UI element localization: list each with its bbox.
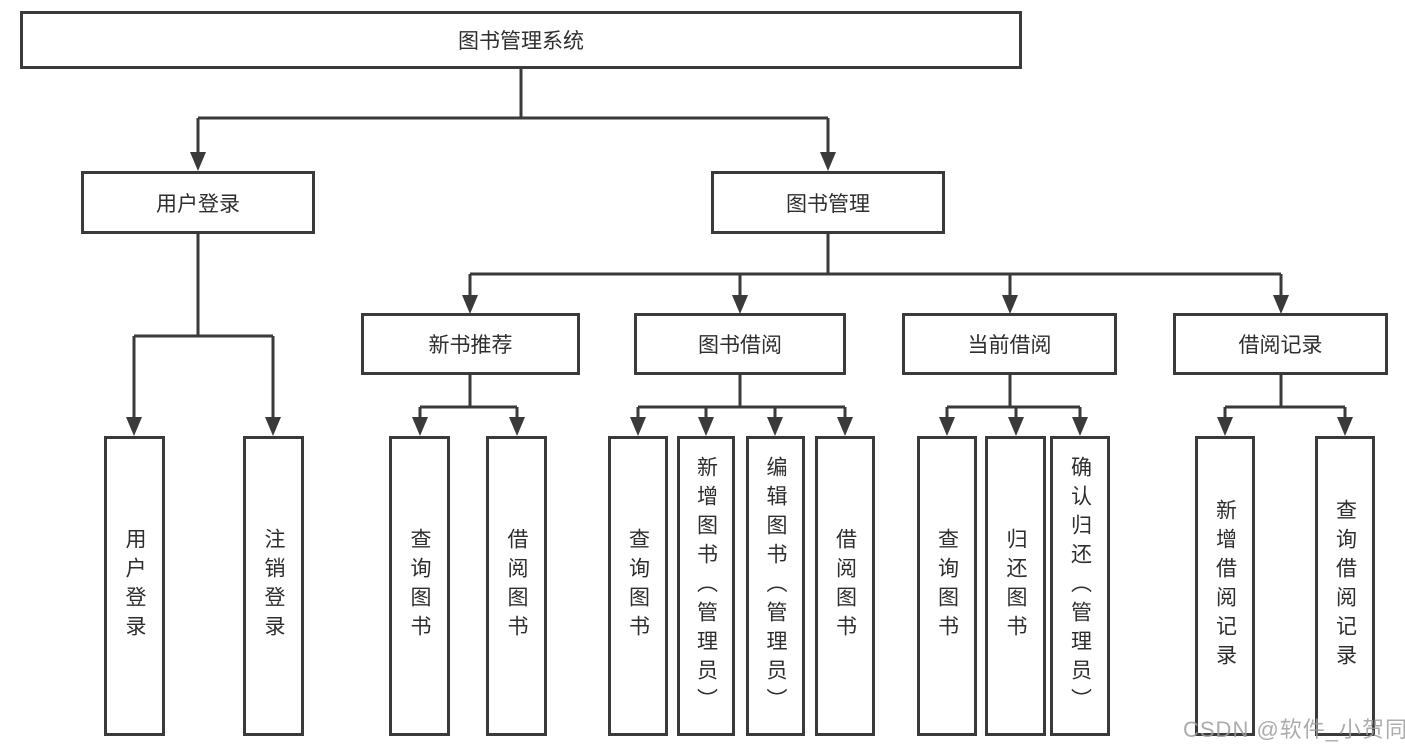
node-label: 借阅图书 (833, 528, 857, 644)
leaf-add-book-admin: 新增图书（管理员） (677, 436, 735, 736)
leaf-confirm-return-admin: 确认归还（管理员） (1050, 436, 1110, 736)
node-label: 查询图书 (935, 528, 959, 644)
node-label: 借阅图书 (505, 528, 528, 644)
node-label: 用户登录 (156, 192, 240, 216)
node-book-borrowing: 图书借阅 (634, 313, 846, 375)
leaf-return-books: 归还图书 (985, 436, 1046, 736)
node-label: 借阅记录 (1238, 334, 1323, 357)
node-label: 查询图书 (626, 528, 650, 644)
leaf-query-borrow-record: 查询借阅记录 (1315, 436, 1375, 736)
leaf-borrow-books: 借阅图书 (815, 436, 875, 736)
node-label: 归还图书 (1004, 528, 1027, 644)
leaf-query-books-current: 查询图书 (917, 436, 977, 736)
leaf-user-login: 用户登录 (104, 436, 165, 736)
node-user-login: 用户登录 (81, 171, 315, 234)
node-label: 查询图书 (408, 528, 431, 644)
node-borrowing-records: 借阅记录 (1173, 313, 1388, 375)
node-label: 用户登录 (123, 528, 146, 644)
node-current-borrowing: 当前借阅 (902, 313, 1117, 375)
node-label: 确认归还（管理员） (1068, 455, 1092, 717)
leaf-query-books-borrow: 查询图书 (608, 436, 668, 736)
node-label: 图书管理 (786, 192, 870, 216)
node-library-management-system: 图书管理系统 (20, 11, 1022, 69)
leaf-logout: 注销登录 (243, 436, 304, 736)
node-label: 注销登录 (262, 528, 285, 644)
node-label: 当前借阅 (967, 334, 1052, 357)
node-label: 图书管理系统 (458, 30, 584, 53)
node-label: 编辑图书（管理员） (764, 455, 787, 717)
node-label: 新书推荐 (428, 334, 513, 357)
node-label: 新增借阅记录 (1213, 499, 1237, 673)
node-book-management: 图书管理 (711, 171, 945, 234)
node-label: 新增图书（管理员） (694, 455, 718, 717)
leaf-edit-book-admin: 编辑图书（管理员） (746, 436, 805, 736)
csdn-watermark: CSDN @软件_小贺同学 (1183, 717, 1405, 742)
leaf-add-borrow-record: 新增借阅记录 (1195, 436, 1255, 736)
node-new-book-recommendation: 新书推荐 (361, 313, 580, 375)
leaf-query-books-recommend: 查询图书 (389, 436, 450, 736)
node-label: 图书借阅 (698, 334, 782, 357)
leaf-borrow-books-recommend: 借阅图书 (486, 436, 547, 736)
node-label: 查询借阅记录 (1333, 499, 1357, 673)
